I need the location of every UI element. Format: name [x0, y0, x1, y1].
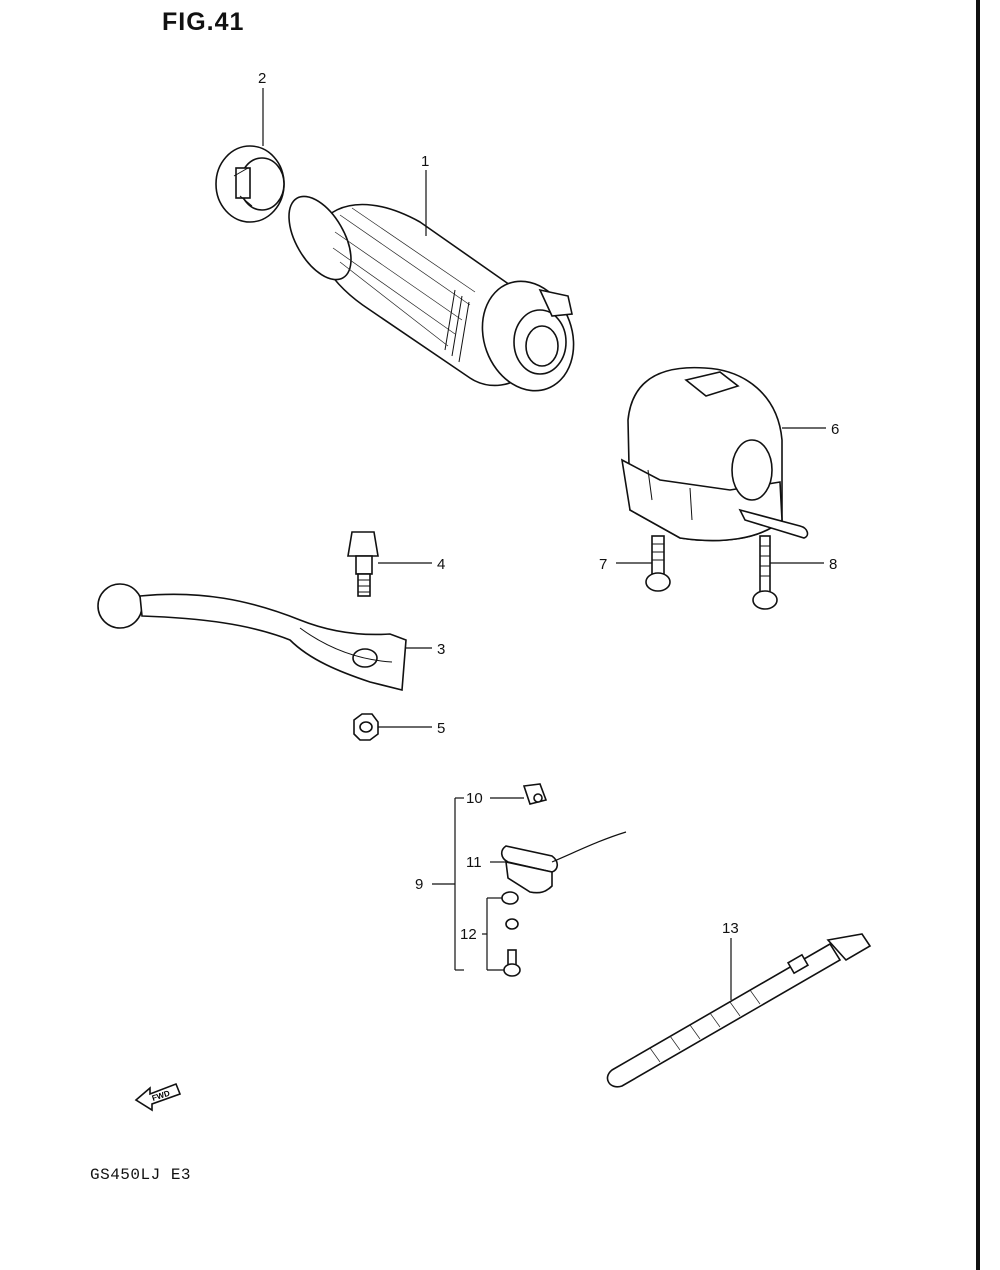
- callout-11: 11: [466, 854, 482, 871]
- forward-direction-arrow: FWD: [134, 1082, 182, 1112]
- part-lever-nut: [353, 713, 379, 741]
- leader-lines: [262, 88, 826, 1000]
- model-code: GS450LJ E3: [90, 1166, 192, 1184]
- part-handlebar-grip: [288, 195, 575, 392]
- part-short-screw: [645, 535, 671, 592]
- part-stop-switch: [500, 831, 627, 894]
- part-cable-tie: [606, 933, 872, 1088]
- callout-8: 8: [829, 556, 837, 573]
- callout-2: 2: [258, 70, 266, 87]
- part-grip-end-cap: [215, 145, 285, 223]
- callout-4: 4: [437, 556, 445, 573]
- callout-6: 6: [831, 421, 839, 438]
- callout-5: 5: [437, 720, 445, 737]
- part-switch-clip: [522, 783, 548, 805]
- part-switch-screw-set: [501, 891, 521, 977]
- part-brake-lever: [97, 583, 407, 692]
- figure-title: FIG.41: [162, 8, 245, 36]
- part-switch-housing: [620, 366, 809, 542]
- callout-1: 1: [421, 153, 429, 170]
- callout-13: 13: [722, 920, 739, 937]
- callout-7: 7: [599, 556, 607, 573]
- callout-3: 3: [437, 641, 445, 658]
- callout-10: 10: [466, 790, 483, 807]
- part-long-screw: [752, 535, 778, 610]
- callout-12: 12: [460, 926, 477, 943]
- callout-9: 9: [415, 876, 423, 893]
- part-lever-bolt: [347, 531, 379, 597]
